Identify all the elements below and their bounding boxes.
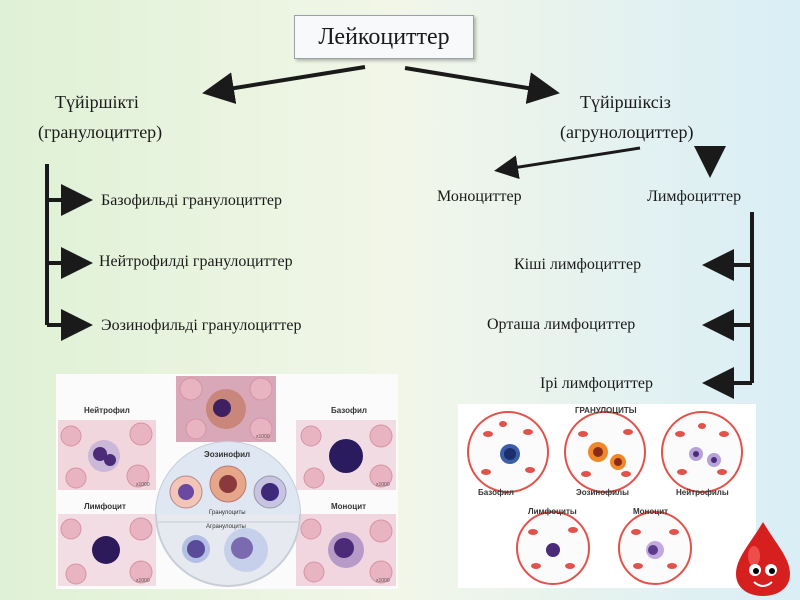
monocyte-illus-label: Моноцит (633, 507, 669, 516)
agranulocytes-title: Түйіршіксіз (580, 92, 671, 112)
lymphocyte-cell (92, 536, 120, 564)
diagram-title: Лейкоциттер (318, 23, 450, 50)
blood-drop-mascot-icon (736, 522, 790, 596)
mag-neutrophil: x1000 (136, 482, 150, 488)
small-lymph-label: Кіші лимфоциттер (514, 256, 642, 273)
basophil-caption: Базофил (331, 406, 367, 415)
eosinophil-illus-label: Эозинофилы (576, 488, 629, 497)
mag-basophil: x1000 (376, 482, 390, 488)
lymphocytes-label: Лимфоциттер (647, 188, 742, 205)
mag-eosinophil: x1000 (256, 434, 270, 440)
arrow-to-monocytes (494, 146, 641, 180)
monocytes-label: Моноциттер (437, 188, 522, 205)
eosinophil-label: Эозинофильді гранулоциттер (101, 317, 302, 334)
agranulocytes-caption: Агранулоциты (206, 524, 246, 530)
neutrophil-caption: Нейтрофил (84, 406, 130, 415)
mag-monocyte: x1000 (376, 578, 390, 584)
granulocytes-title: Түйіршікті (55, 92, 139, 112)
leukocyte-micrograph-collage: Нейтрофил Эозинофил Базофил Лимфоцит Мон… (56, 374, 398, 589)
granulocytes-subtitle: (гранулоциттер) (38, 122, 163, 142)
medium-lymph-label: Орташа лимфоциттер (487, 316, 636, 333)
illustration-title: ГРАНУЛОЦИТЫ (575, 406, 637, 415)
arrow-to-granulocytes (202, 65, 366, 104)
monocyte-caption: Моноцит (331, 502, 367, 511)
neutrophil-label: Нейтрофилді гранулоциттер (99, 253, 293, 270)
agranulocytes-subtitle: (агрунолоциттер) (560, 122, 694, 142)
illustration-graphic (467, 411, 743, 585)
basophil-label: Базофильді гранулоциттер (101, 192, 283, 209)
lymphocyte-illus-label: Лимфоциты (528, 507, 577, 516)
mag-lymphocyte: x1000 (136, 578, 150, 584)
leukocyte-illustration: ГРАНУЛОЦИТЫ Базофил Эозинофилы Нейтрофил… (458, 404, 756, 588)
neutrophil-illus-label: Нейтрофилы (676, 488, 729, 497)
eosinophil-caption: Эозинофил (204, 450, 251, 459)
collage-graphic (58, 376, 396, 587)
arrow-to-agranulocytes (404, 66, 560, 104)
large-lymph-label: Ірі лимфоциттер (540, 375, 654, 392)
lymphocyte-caption: Лимфоцит (84, 502, 126, 511)
basophil-cell (329, 439, 363, 473)
title-box: Лейкоциттер (294, 15, 474, 59)
granulocytes-caption: Гранулоциты (209, 510, 246, 516)
basophil-illus-label: Базофил (478, 488, 514, 497)
